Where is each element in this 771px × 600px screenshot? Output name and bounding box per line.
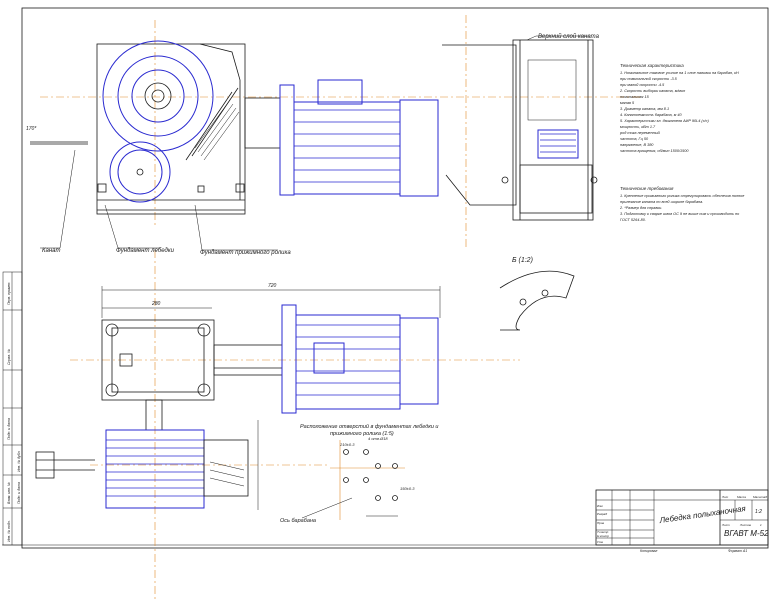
row-label: Утв <box>597 540 603 544</box>
hole-layout <box>301 440 405 520</box>
tech-line: 5. Характеристики эл. двигателя АИР 90L4… <box>620 119 710 123</box>
sheets-value: 1 <box>760 523 762 527</box>
tech-title: Техническая характеристика <box>620 63 684 68</box>
drawing-name: Лебедка полыханочная <box>658 504 747 525</box>
side-strip-label: Инв. № подл. <box>7 520 11 542</box>
rope-layer-label: Верхний слой каната <box>538 33 600 40</box>
tech-line: при номинальной скорости -3.5 <box>620 77 678 81</box>
dim-hole-d: 4 отв.Ø18 <box>368 436 388 441</box>
sheets-label: Листов <box>739 523 751 527</box>
tech-line: при малой скорости -4.5 <box>620 83 665 87</box>
copied-label: Копировал <box>640 549 657 553</box>
dim-height-left: 170* <box>26 126 37 132</box>
section-b-label: Б (1:2) <box>512 257 533 264</box>
winch-foundation-label: Фундамент лебедки <box>116 248 175 254</box>
tech-line: 2. Скорость выборки каната, м/мин <box>619 89 686 93</box>
tech-line: 4. Канатоемкость барабана, м 40 <box>620 113 682 117</box>
side-strip-label: Подп. и дата <box>7 418 11 440</box>
drawing-code: ВГАВТ М-52 <box>724 529 769 538</box>
req-line: 2. *Размер для справки. <box>619 206 662 210</box>
tech-line: частота, Гц 50 <box>620 137 649 141</box>
tech-line: род тока переменный <box>619 131 661 135</box>
pulley-foundation-label: Фундамент прижимного ролика <box>200 250 291 256</box>
req-line: ГОСТ 5264-80. <box>620 218 646 222</box>
motor-side-view <box>244 79 439 197</box>
tech-characteristics: Техническая характеристика 1. Номинально… <box>619 63 739 153</box>
holes-title-line2: прижимного ролика (1:5) <box>330 431 394 437</box>
tech-requirements: Технические требования 1. Крепление приж… <box>619 186 744 222</box>
title-block <box>595 489 769 546</box>
row-label: Н.контр <box>597 534 609 538</box>
row-label: Изм <box>597 504 603 508</box>
sheet-label: Лист <box>721 523 730 527</box>
side-strip-label: Перв. примен. <box>7 282 11 305</box>
rope-label: Канат <box>42 248 61 254</box>
winch-axis-label: Ось барабана <box>280 518 316 524</box>
dim-base-width: 280 <box>151 301 161 307</box>
row-label: Т.контр <box>597 530 609 534</box>
tech-line: номинальная 15 <box>620 95 650 99</box>
tech-line: малая 5 <box>620 101 635 105</box>
leader-lines <box>40 35 590 251</box>
drum-section-view <box>442 39 598 221</box>
req-line: 1. Крепление прижимного ролика отрегулир… <box>620 194 744 198</box>
scale-label: Масштаб <box>753 495 767 499</box>
mass-label: Масса <box>737 495 746 499</box>
holes-title-line1: Расположение отверстий в фундаментах леб… <box>300 423 438 430</box>
side-strip-label: Справ. № <box>7 349 11 365</box>
req-title: Технические требования <box>620 186 674 191</box>
side-strip-label: Подп. и дата <box>17 482 21 504</box>
req-line: прилегание каната по всей ширине барабан… <box>620 200 703 204</box>
lit-label: Лит <box>721 495 729 499</box>
center-lines <box>40 15 640 600</box>
row-label: Пров <box>597 521 605 525</box>
side-strip-label: Взам. инв. № <box>7 482 11 504</box>
dim-foundation-w: 210±0.3 <box>339 442 355 447</box>
dim-total-length: 720 <box>268 283 277 289</box>
side-strip-label: Инв. № дубл. <box>17 450 21 472</box>
row-label: Разраб <box>597 512 607 516</box>
tech-line: напряжение, В 380 <box>620 143 654 147</box>
scale-value: 1:2 <box>755 509 762 515</box>
tech-line: 1. Номинальное тяговое усилие на 1 слое … <box>620 71 739 75</box>
req-line: 3. Подготовку к сварке швов ОС 9 не выше… <box>620 212 739 216</box>
tech-line: частота вращения, об/мин 1500/1500 <box>620 149 689 153</box>
tech-line: мощность, кВт 1.7 <box>620 125 656 129</box>
section-b-detail <box>499 270 575 331</box>
winch-plan-view <box>35 286 441 510</box>
format-label: Формат А1 <box>728 549 747 553</box>
tech-line: 3. Диаметр каната, мм 8.1 <box>620 107 669 111</box>
winch-side-view <box>30 40 246 215</box>
dim-foundation-h: 150±0.3 <box>400 486 415 491</box>
